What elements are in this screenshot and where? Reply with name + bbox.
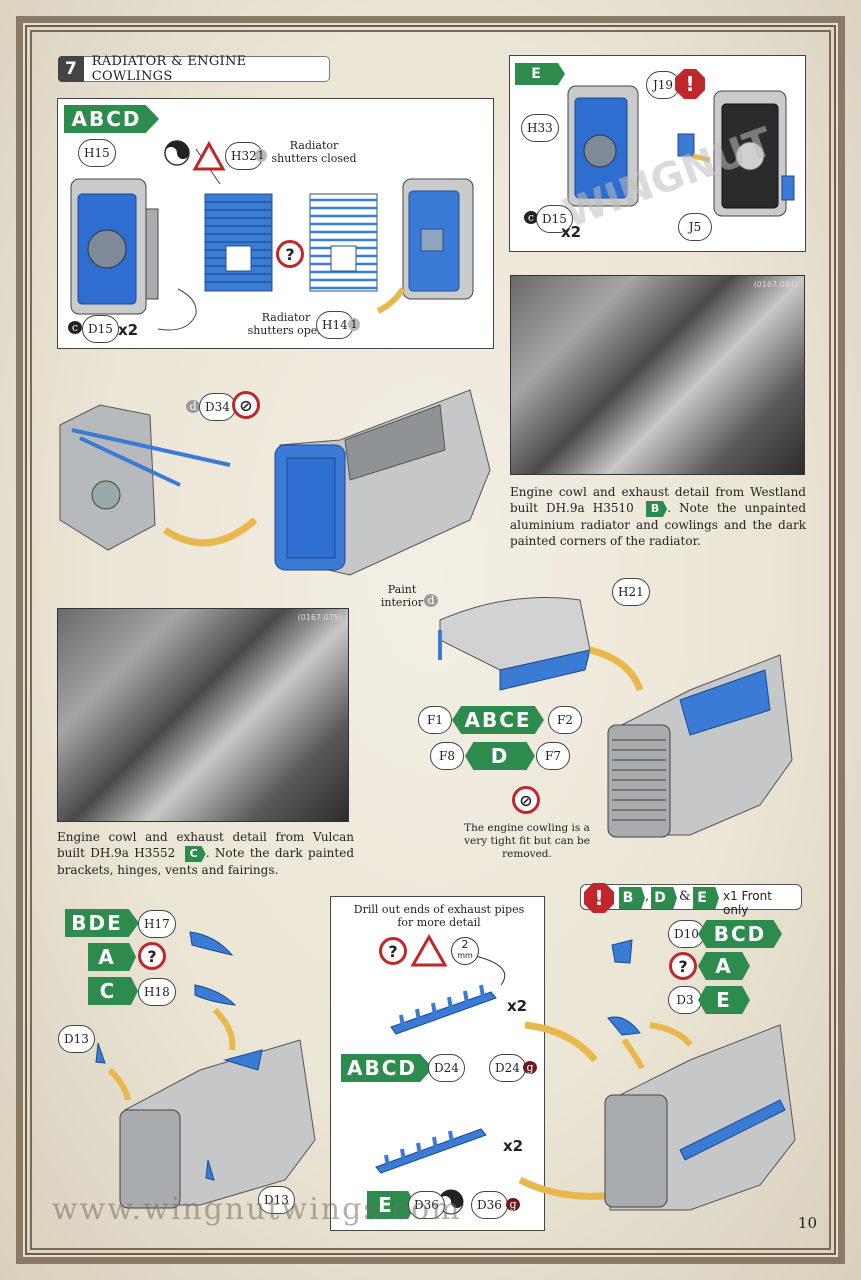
alternative-question-icon-front: ? [669,952,697,980]
version-tag-d: D [465,742,535,770]
version-tag-c: C [88,977,138,1005]
caption-1-tag: B [645,501,668,517]
part-d24-right-callout: D24 [489,1054,526,1082]
part-h14-callout: H14 [316,311,354,339]
caption-1-text-end: . Note the unpainted aluminium radiator … [510,501,807,548]
reference-photo-westland: (0167.084) [510,275,805,475]
cowling-fit-note: The engine cowling is a very tight fit b… [464,822,590,860]
part-f1-callout: F1 [418,706,452,734]
part-d13-callout-bottom: D13 [258,1186,295,1214]
photo-ref-1: (0167.084) [753,280,798,289]
version-tag-e-exhaust: E [367,1191,415,1219]
caption-1-text: Engine cowl and exhaust detail from West… [510,485,806,515]
alternative-question-icon-exhaust: ? [379,937,407,965]
version-tag-a: A [88,943,136,971]
version-tag-a-front: A [698,952,750,980]
photo-caption-vulcan: Engine cowl and exhaust detail from Vulc… [57,829,354,878]
front-only-note: ! B , D & E x1 Front only [580,883,802,917]
alternative-question-icon-a: ? [138,942,166,970]
version-tag-abce: ABCE [452,706,544,734]
part-d15-e-callout: D15 [536,205,573,233]
page-inner-border [30,30,831,1250]
front-tag-e: E [693,887,719,909]
quantity-x2-e: x2 [561,223,582,241]
warning-icon-front: ! [584,883,614,913]
part-f2-callout: F2 [548,706,582,734]
part-d36-left-callout: D36 [408,1191,445,1219]
front-amp: & [679,889,691,904]
part-j19-callout: J19 [646,71,680,99]
photo-caption-westland: Engine cowl and exhaust detail from West… [510,484,806,549]
paint-drop-d15-e: c [524,211,538,224]
part-d24-left-callout: D24 [428,1054,465,1082]
part-j5-callout: J5 [678,213,712,241]
paint-drop-d36: g [506,1198,520,1211]
step-header: 7 RADIATOR & ENGINE COWLINGS [58,54,330,84]
reference-photo-vulcan: (0167.075) [57,608,349,822]
paint-drop-h14: 1 [348,318,360,331]
version-tag-bcd: BCD [698,920,782,948]
front-comma: , [645,889,650,904]
part-f8-callout: F8 [430,742,464,770]
version-tag-bde: BDE [65,909,139,937]
part-d36-right-callout: D36 [471,1191,508,1219]
part-f7-callout: F7 [536,742,570,770]
exhaust-drawing [375,933,506,1215]
step-number: 7 [58,56,84,82]
page-number: 10 [797,1214,817,1232]
part-d13-callout-top: D13 [58,1025,95,1053]
version-tag-abcd: ABCD [64,105,159,133]
radiator-abcd-panel: ABCD H15 H32 1 Radiator shutters closed … [57,98,494,349]
caption-2-text: Engine cowl and exhaust detail from Vulc… [57,830,354,860]
paint-drop-d15: c [68,321,82,334]
part-h15-callout: H15 [78,139,116,167]
radiator-e-panel: WINGNUT E H33 J19 ! c D15 x2 J5 [509,55,806,252]
quantity-x2-exhaust-top: x2 [507,997,528,1015]
photo-ref-2: (0167.075) [297,613,342,622]
caption-2-text-end: . Note the dark painted brackets, hinges… [57,846,354,877]
paint-drop-d34: d [186,400,200,413]
paint-drop-h32: 1 [255,149,267,162]
version-tag-e: E [515,63,565,85]
drill-size-unit: mm [457,951,473,960]
front-tag-d: D [651,887,677,909]
front-only-text: x1 Front only [723,889,772,917]
no-glue-icon: ⊘ [232,391,260,419]
step-title: RADIATOR & ENGINE COWLINGS [91,54,247,84]
paint-drop-d24: g [523,1061,537,1074]
part-h33-callout: H33 [521,114,559,142]
no-glue-icon-cowling: ⊘ [512,786,540,814]
shutters-closed-label: Radiator shutters closed [271,139,357,165]
quantity-x2-exhaust-bottom: x2 [503,1137,524,1155]
part-d15-callout: D15 [82,315,119,343]
paint-interior-label: Paint interior [380,583,424,609]
drill-size-value: 2 [461,938,469,951]
drill-instruction: Drill out ends of exhaust pipes for more… [353,903,525,929]
paint-drop-interior: d [424,594,438,607]
warning-icon: ! [675,69,705,99]
part-h21-callout: H21 [612,578,650,606]
radiator-shutters-drawing [70,140,474,331]
front-tag-b: B [619,887,645,909]
page-border [16,16,845,1264]
radiator-e-drawing: WINGNUT [557,85,795,237]
quantity-x2: x2 [118,321,139,339]
part-h17-callout: H17 [138,910,176,938]
part-d34-callout: D34 [199,393,236,421]
exhaust-panel: Drill out ends of exhaust pipes for more… [330,896,545,1231]
part-d3-callout: D3 [668,986,702,1014]
version-tag-abcd-exhaust: ABCD [341,1054,433,1082]
caption-2-tag: C [184,846,206,862]
part-h18-callout: H18 [138,978,176,1006]
website-watermark: www.wingnutwings.com [52,1192,462,1227]
drill-size-badge: 2 mm [451,937,479,965]
version-tag-e-front: E [698,986,750,1014]
alternative-question-icon: ? [276,240,304,268]
